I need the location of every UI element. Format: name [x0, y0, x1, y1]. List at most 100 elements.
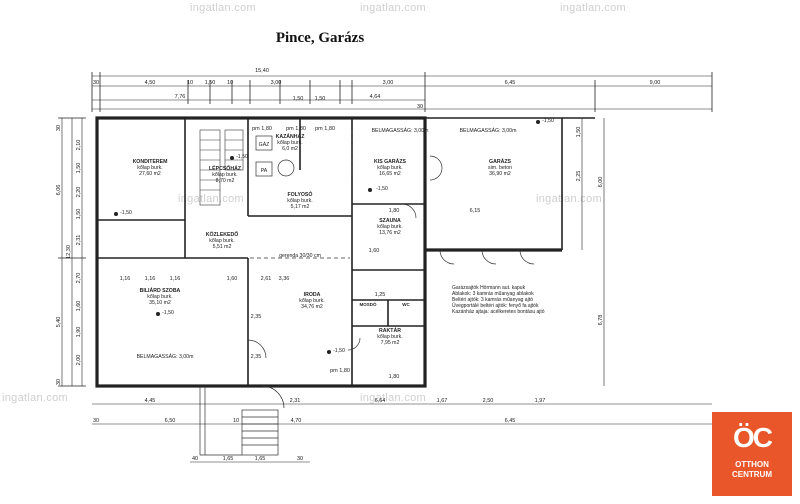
note-line: Garázsajtók Hörmann aut. kapuk	[452, 285, 526, 291]
dim-right-total: 6,78	[598, 315, 604, 326]
room-name: KAZÁNHÁZ	[276, 133, 306, 140]
dim-left-total: 5,40	[56, 317, 62, 328]
room-area: 36,90 m2	[489, 171, 511, 177]
dim-right: 2,25	[576, 171, 582, 182]
otthon-centrum-logo: ÖC OTTHON CENTRUM	[712, 412, 792, 496]
watermark: ingatlan.com	[360, 2, 426, 14]
dim-inner: 1,60	[369, 248, 380, 254]
note-line: Kazánház ajtaja: acélkeretes bontásu ajt…	[452, 309, 545, 315]
room-name: LÉPCSŐHÁZ	[209, 164, 242, 172]
pa-label: PA	[261, 168, 268, 174]
room-name: KONDITEREM	[133, 159, 168, 165]
room-floor: kőlap burk.	[212, 172, 237, 178]
dim-inner: 1,80	[389, 374, 400, 380]
level-mark: -1,50	[542, 118, 554, 124]
note-line: Üvegportálé beltéri ajtók: fenyő fa ajtó…	[452, 302, 539, 309]
room-area: 6,0 m2	[282, 146, 298, 152]
dim-left: 1,50	[76, 209, 82, 220]
dim-bottom: 30	[93, 418, 99, 424]
level-mark: -1,50	[162, 310, 174, 316]
room-area: 5,17 m2	[291, 204, 310, 210]
dim-top: 10	[187, 80, 193, 86]
dim-right: 6,00	[598, 177, 604, 188]
dim-inner: 1,16	[170, 276, 181, 282]
dim-inner: 2,35	[251, 354, 262, 360]
beam-label: gerenda 30/30 cm	[279, 253, 321, 259]
dim-top2: 4,64	[370, 94, 381, 100]
dim-inner: 1,60	[227, 276, 238, 282]
dim-inner: 1,16	[145, 276, 156, 282]
dim-left: 30	[56, 379, 62, 385]
dim-top: 3,00	[383, 80, 394, 86]
dim-inner: 1,25	[375, 292, 386, 298]
logo-line1: OTTHON	[735, 460, 769, 469]
dim-left-total: 12,30	[66, 245, 72, 259]
ceiling-height: BELMAGASSÁG: 3,00m	[460, 127, 517, 134]
room-floor: kőlap burk.	[209, 238, 234, 244]
dim-bottom: 1,97	[535, 398, 546, 404]
room-area: 7,95 m2	[381, 340, 400, 346]
room-floor: kőlap burk.	[137, 165, 162, 171]
watermark: ingatlan.com	[178, 193, 244, 205]
room-floor: kőlap burk.	[377, 334, 402, 340]
dim-left: 2,31	[76, 235, 82, 246]
room-area: 35,10 m2	[149, 300, 171, 306]
dim-left: 1,90	[76, 327, 82, 338]
dim-stairs: 1,65	[223, 456, 234, 462]
room-area: 27,60 m2	[139, 171, 161, 177]
logo-mark: ÖC	[733, 422, 773, 453]
room-name: WC	[402, 302, 410, 307]
dim-top: 1,50	[205, 80, 216, 86]
dim-stairs: 30	[297, 456, 303, 462]
dim-bottom: 6,50	[165, 418, 176, 424]
dim-inner: pm 1,80	[252, 126, 272, 132]
level-mark: -1,50	[120, 210, 132, 216]
dim-stairs: 40	[192, 456, 198, 462]
dim-inner: pm 1,80	[315, 126, 335, 132]
room-floor: sim. beton	[488, 165, 512, 171]
dim-bottom: 1,67	[437, 398, 448, 404]
dim-left: 1,60	[76, 301, 82, 312]
room-area: 34,76 m2	[301, 304, 323, 310]
room-name: MOSDÓ	[359, 300, 377, 307]
room-floor: kőlap burk.	[147, 294, 172, 300]
dim-top2: 30	[417, 104, 423, 110]
dim-left: 2,70	[76, 273, 82, 284]
room-name: BILIÁRD SZOBA	[140, 287, 181, 294]
room-floor: kőlap burk.	[377, 224, 402, 230]
level-mark: -1,50	[376, 186, 388, 192]
dim-bottom: 4,70	[291, 418, 302, 424]
plan-title: Pince, Garázs	[275, 30, 365, 46]
dim-bottom: 2,50	[483, 398, 494, 404]
dim-inner: pm 1,80	[330, 368, 350, 374]
dim-top: 1,50	[315, 96, 326, 102]
room-name: KIS GARÁZS	[374, 158, 407, 165]
dim-top-total: 15,40	[255, 68, 269, 74]
room-name: IRODA	[304, 292, 321, 298]
dim-inner: 1,16	[120, 276, 131, 282]
room-floor: kőlap burk.	[377, 165, 402, 171]
level-mark: -1,50	[333, 348, 345, 354]
note-line: Ablakok: 3 kamrás műanyag ablakok	[452, 291, 534, 297]
watermark: ingatlan.com	[560, 2, 626, 14]
logo-line2: CENTRUM	[732, 470, 772, 479]
room-name: SZAUNA	[379, 218, 401, 224]
dim-inner: 2,35	[251, 314, 262, 320]
room-name: FOLYOSÓ	[288, 190, 313, 198]
watermark: ingatlan.com	[360, 392, 426, 404]
dim-top2: 7,76	[175, 94, 186, 100]
ceiling-height: BELMAGASSÁG: 3,00m	[372, 127, 429, 134]
dim-top: 1,50	[293, 96, 304, 102]
dim-bottom2: 2,31	[290, 398, 301, 404]
level-mark: -1,50	[236, 154, 248, 160]
dim-inner: 2,61	[261, 276, 272, 282]
dim-right: 1,50	[576, 127, 582, 138]
dim-top: 4,50	[145, 80, 156, 86]
ceiling-height: BELMAGASSÁG: 3,00m	[137, 353, 194, 360]
dim-garage-width: 6,15	[470, 208, 481, 214]
watermark: ingatlan.com	[2, 392, 68, 404]
room-floor: kőlap burk.	[277, 140, 302, 146]
room-area: 16,65 m2	[379, 171, 401, 177]
